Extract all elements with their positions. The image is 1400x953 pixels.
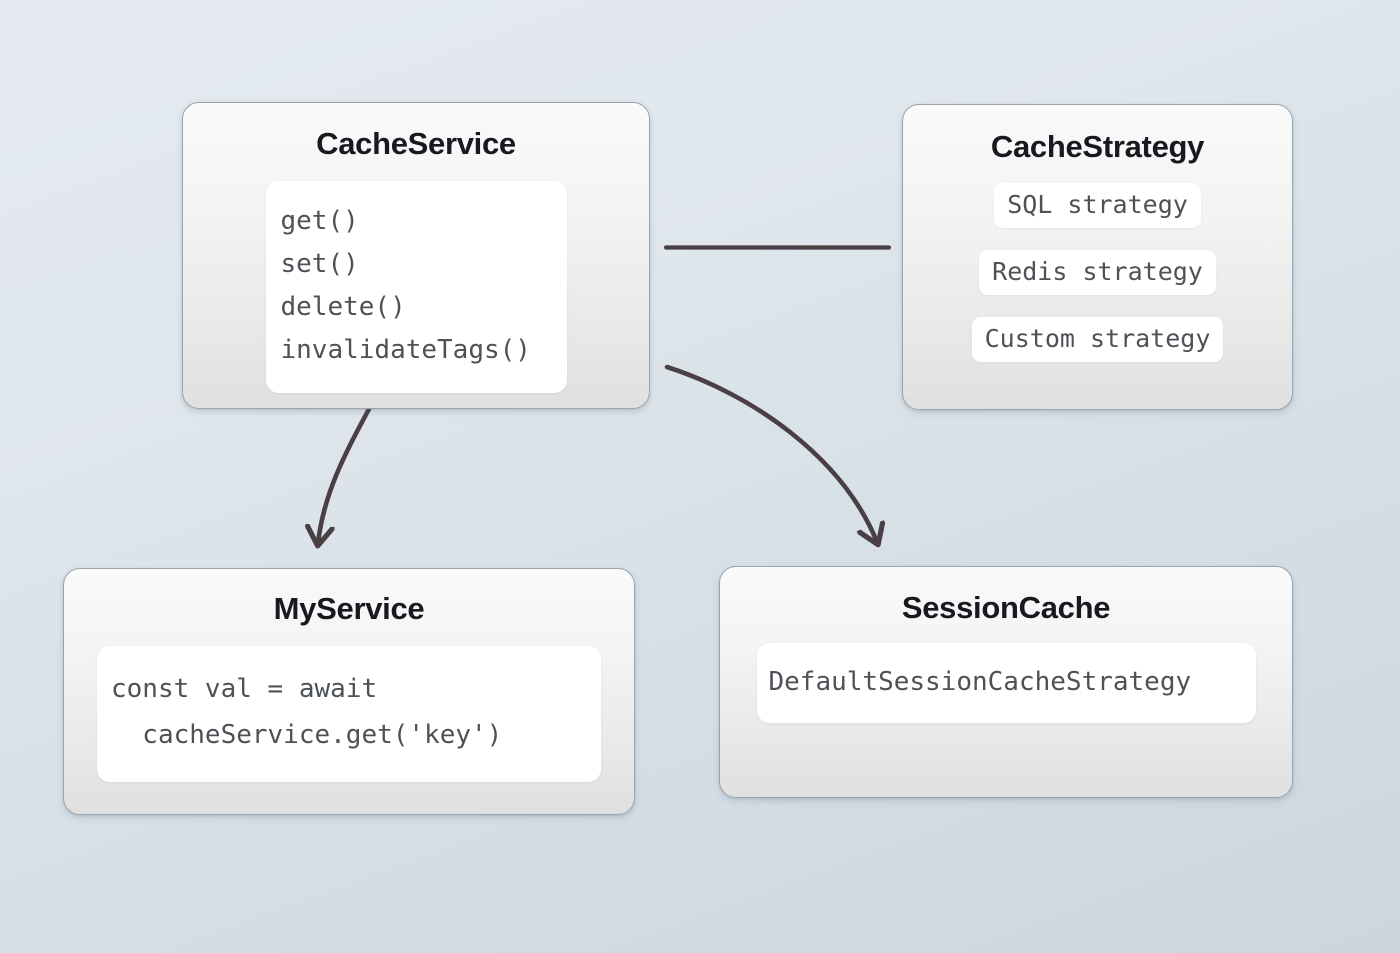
- method-item: set(): [280, 249, 359, 280]
- node-my-service[interactable]: MyService const val = await cacheService…: [63, 568, 635, 815]
- connector-cache-service-to-session-cache: [664, 364, 877, 542]
- node-my-service-title: MyService: [273, 591, 425, 626]
- node-cache-strategy-title: CacheStrategy: [990, 129, 1205, 164]
- strategy-chip-sql[interactable]: SQL strategy: [994, 183, 1201, 228]
- cache-service-method-list: get() set() delete() invalidateTags(): [265, 181, 567, 393]
- session-cache-strategy-label: DefaultSessionCacheStrategy: [756, 643, 1256, 723]
- node-session-cache-title: SessionCache: [901, 590, 1111, 625]
- code-line: cacheService.get('key'): [111, 719, 503, 750]
- cache-strategy-option-list: SQL strategy Redis strategy Custom strat…: [971, 183, 1224, 362]
- connector-cache-service-to-my-service: [318, 406, 372, 543]
- strategy-chip-redis[interactable]: Redis strategy: [979, 250, 1216, 295]
- strategy-chip-custom[interactable]: Custom strategy: [971, 317, 1224, 362]
- node-cache-strategy[interactable]: CacheStrategy SQL strategy Redis strateg…: [902, 104, 1293, 410]
- node-cache-service[interactable]: CacheService get() set() delete() invali…: [182, 102, 650, 409]
- code-line: const val = await: [111, 674, 378, 704]
- node-cache-service-title: CacheService: [316, 126, 516, 161]
- my-service-code-snippet: const val = await cacheService.get('key'…: [97, 646, 601, 782]
- method-item: get(): [280, 206, 359, 236]
- method-item: invalidateTags(): [280, 335, 531, 366]
- method-item: delete(): [280, 292, 406, 323]
- node-session-cache[interactable]: SessionCache DefaultSessionCacheStrategy: [719, 566, 1293, 798]
